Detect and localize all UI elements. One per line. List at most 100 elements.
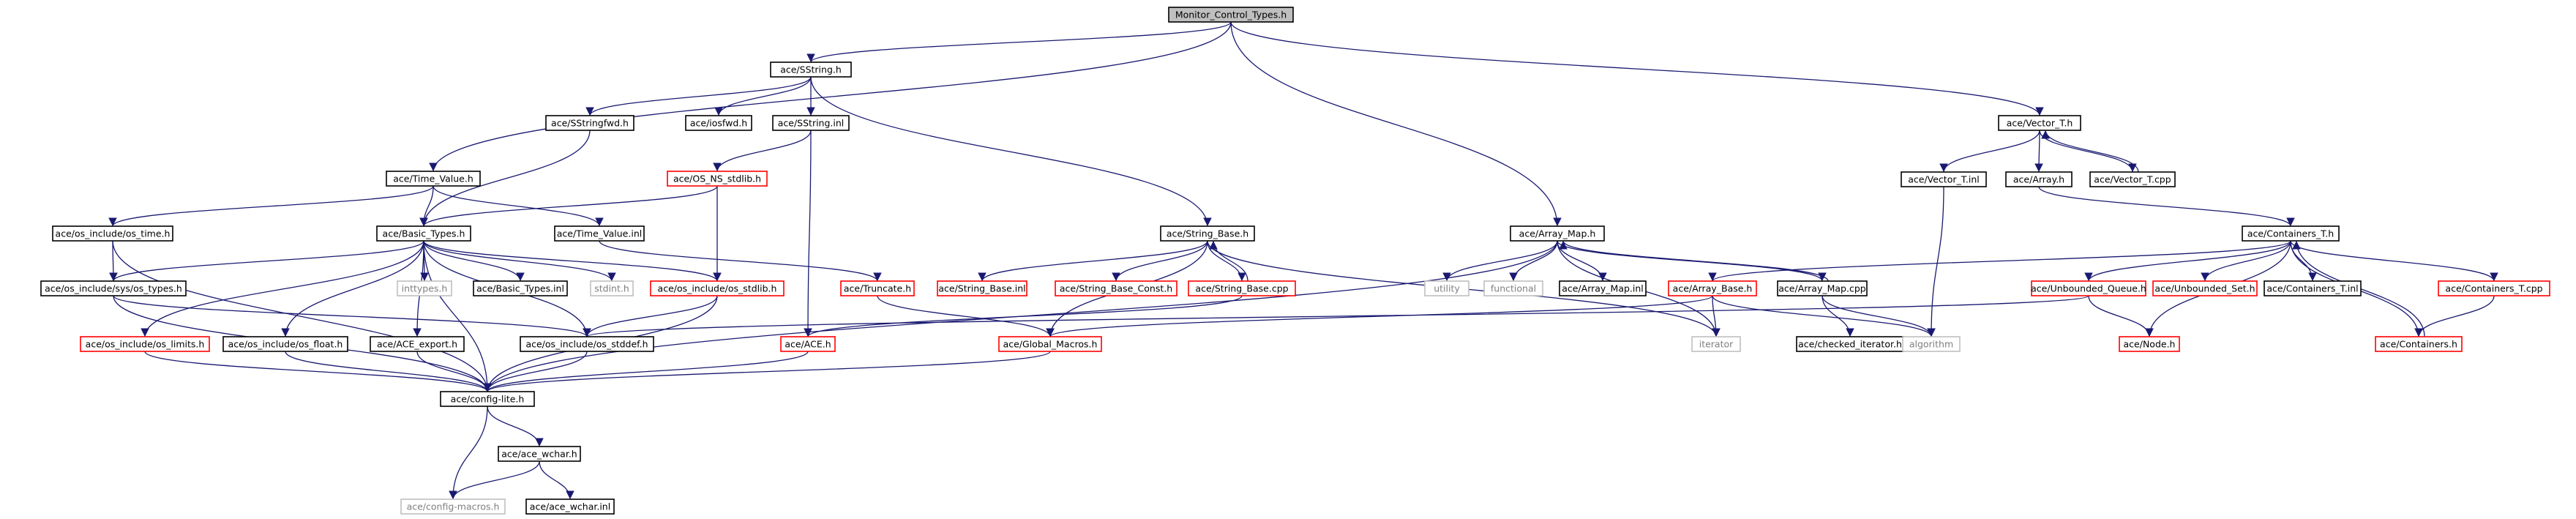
node-box [222, 336, 348, 352]
node-basic-types-inl[interactable]: ace/Basic_Types.inl [473, 280, 568, 296]
node-checked-iterator[interactable]: ace/checked_iterator.h [1796, 336, 1904, 352]
node-ace-wchar-h[interactable]: ace/ace_wchar.h [498, 446, 581, 462]
node-label: ace/Time_Value.h [393, 173, 473, 184]
node-box [1998, 115, 2081, 131]
node-label: ace/Containers_T.h [2247, 228, 2334, 239]
node-box [1483, 280, 1543, 296]
node-box [1510, 225, 1605, 242]
node-label: ace/Basic_Types.h [383, 228, 465, 239]
node-array-base-h[interactable]: ace/Array_Base.h [1668, 280, 1757, 296]
node-vector-cpp[interactable]: ace/Vector_T.cpp [2089, 171, 2176, 187]
node-containers-h[interactable]: ace/Containers.h [2375, 336, 2463, 352]
node-box [1160, 225, 1255, 242]
node-ace-h[interactable]: ace/ACE.h [780, 336, 836, 352]
node-string-base-cpp[interactable]: ace/String_Base.cpp [1188, 280, 1296, 296]
node-label: ace/Time_Value.inl [557, 228, 642, 239]
node-string-base-inl[interactable]: ace/String_Base.inl [937, 280, 1027, 296]
edge-time_value_h-to-os_time [108, 185, 434, 227]
edge-ace_h-to-config_lite [483, 351, 809, 392]
node-box [52, 225, 173, 242]
edge-basic_types_h-to-os_limits [141, 240, 424, 337]
edge-array_base_h-to-algorithm [1712, 295, 1936, 337]
node-iterator[interactable]: iterator [1691, 336, 1741, 352]
edge-unbounded_queue-to-node_h [2088, 295, 2154, 337]
edge-root-to-time_value_h [429, 21, 1232, 172]
edge-vector_cpp-to-vector_h [2041, 130, 2139, 173]
node-unbounded-queue[interactable]: ace/Unbounded_Queue.h [2031, 280, 2146, 296]
node-box [80, 336, 210, 352]
node-string-base-h[interactable]: ace/String_Base.h [1160, 225, 1255, 242]
node-algorithm[interactable]: algorithm [1902, 336, 1961, 352]
node-box [650, 280, 785, 296]
node-box [1668, 280, 1757, 296]
node-label: ace/ACE.h [785, 339, 831, 350]
edge-array_map_cpp-to-algorithm [1821, 295, 1936, 337]
node-os-stddef[interactable]: ace/os_include/os_stddef.h [520, 336, 654, 352]
node-containers-t-inl[interactable]: ace/Containers_T.inl [2264, 280, 2362, 296]
node-box [1168, 7, 1294, 23]
node-label: algorithm [1909, 339, 1953, 350]
edge-array_base_h-to-global_macros [1046, 295, 1713, 337]
node-box [440, 391, 535, 407]
node-time-value-inl[interactable]: ace/Time_Value.inl [554, 225, 645, 242]
node-sstring-h[interactable]: ace/SString.h [770, 61, 852, 78]
edge-root-to-array_map_h [1230, 21, 1562, 227]
node-box [400, 499, 506, 515]
node-box [2152, 280, 2258, 296]
node-containers-t-cpp[interactable]: ace/Containers_T.cpp [2438, 280, 2550, 296]
node-stdint[interactable]: stdint.h [590, 280, 634, 296]
node-os-float[interactable]: ace/os_include/os_float.h [222, 336, 348, 352]
node-label: ace/Vector_T.cpp [2094, 174, 2171, 185]
node-label: Monitor_Control_Types.h [1175, 10, 1287, 20]
node-sstring-inl[interactable]: ace/SString.inl [772, 115, 850, 131]
node-truncate[interactable]: ace/Truncate.h [840, 280, 915, 296]
node-time-value-h[interactable]: ace/Time_Value.h [386, 171, 481, 187]
node-basic-types-h[interactable]: ace/Basic_Types.h [376, 225, 471, 242]
node-box [937, 280, 1027, 296]
node-utility[interactable]: utility [1424, 280, 1469, 296]
node-label: ace/String_Base.inl [938, 283, 1025, 294]
edge-basic_types_h-to-os_float [281, 240, 424, 337]
node-os-limits[interactable]: ace/os_include/os_limits.h [80, 336, 210, 352]
node-os-ns-stdlib[interactable]: ace/OS_NS_stdlib.h [667, 171, 768, 187]
node-label: inttypes.h [402, 283, 448, 294]
node-functional[interactable]: functional [1483, 280, 1543, 296]
node-label: ace/os_include/os_time.h [56, 228, 171, 239]
node-sys-types[interactable]: ace/os_include/sys/os_types.h [40, 280, 187, 296]
node-global-macros[interactable]: ace/Global_Macros.h [998, 336, 1102, 352]
edge-array_map_cpp-to-checked_iterator [1821, 295, 1854, 337]
edge-truncate-to-global_macros [877, 295, 1055, 337]
node-containers-t-h[interactable]: ace/Containers_T.h [2242, 225, 2340, 242]
node-ace-export[interactable]: ace/ACE_export.h [370, 336, 465, 352]
node-box [1901, 171, 1987, 187]
node-label: ace/Containers_T.cpp [2445, 283, 2542, 294]
node-box [840, 280, 915, 296]
node-config-macros[interactable]: ace/config-macros.h [400, 499, 506, 515]
node-label: ace/Basic_Types.inl [476, 283, 564, 294]
node-node-h[interactable]: ace/Node.h [2119, 336, 2180, 352]
node-root[interactable]: Monitor_Control_Types.h [1168, 7, 1294, 23]
node-iosfwd[interactable]: ace/iosfwd.h [685, 115, 752, 131]
node-inttypes[interactable]: inttypes.h [397, 280, 452, 296]
node-box [2438, 280, 2550, 296]
node-label: utility [1434, 283, 1460, 294]
node-sstringfwd[interactable]: ace/SStringfwd.h [545, 115, 634, 131]
node-vector-h[interactable]: ace/Vector_T.h [1998, 115, 2081, 131]
node-vector-inl[interactable]: ace/Vector_T.inl [1901, 171, 1987, 187]
node-os-time[interactable]: ace/os_include/os_time.h [52, 225, 173, 242]
node-ace-wchar-inl[interactable]: ace/ace_wchar.inl [525, 499, 615, 515]
node-label: ace/Vector_T.h [2007, 118, 2073, 129]
node-array-map-cpp[interactable]: ace/Array_Map.cpp [1777, 280, 1868, 296]
node-array-map-inl[interactable]: ace/Array_Map.inl [1559, 280, 1647, 296]
node-array-h[interactable]: ace/Array.h [2005, 171, 2073, 187]
node-label: ace/Array.h [2013, 174, 2064, 185]
node-box [1055, 280, 1177, 296]
node-string-base-const[interactable]: ace/String_Base_Const.h [1055, 280, 1177, 296]
node-label: ace/String_Base_Const.h [1060, 283, 1172, 294]
node-os-stdlib[interactable]: ace/os_include/os_stdlib.h [650, 280, 785, 296]
node-array-map-h[interactable]: ace/Array_Map.h [1510, 225, 1605, 242]
edge-sstring_h-to-iosfwd [714, 76, 812, 116]
node-box [2031, 280, 2146, 296]
node-unbounded-set[interactable]: ace/Unbounded_Set.h [2152, 280, 2258, 296]
node-config-lite[interactable]: ace/config-lite.h [440, 391, 535, 407]
